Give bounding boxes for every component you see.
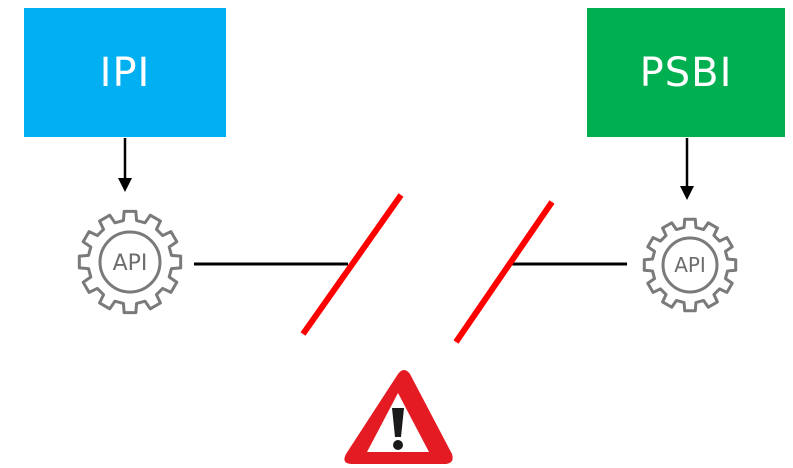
warning-triangle-icon: [344, 370, 453, 464]
psbi-label: PSBI: [639, 49, 733, 96]
api-gear-left: API: [77, 209, 183, 315]
gear-icon: [77, 209, 183, 315]
arrow-ipi-to-api: [118, 138, 132, 192]
ipi-box: IPI: [24, 8, 226, 137]
api-gear-right: API: [642, 217, 738, 313]
break-mark-right: [453, 200, 555, 344]
api-right-label: API: [674, 253, 706, 277]
ipi-label: IPI: [99, 49, 151, 96]
gear-icon: [642, 217, 738, 313]
psbi-box: PSBI: [587, 8, 785, 137]
api-left-label: API: [113, 251, 148, 276]
arrow-psbi-to-api: [680, 138, 694, 200]
break-mark-left: [300, 193, 404, 336]
